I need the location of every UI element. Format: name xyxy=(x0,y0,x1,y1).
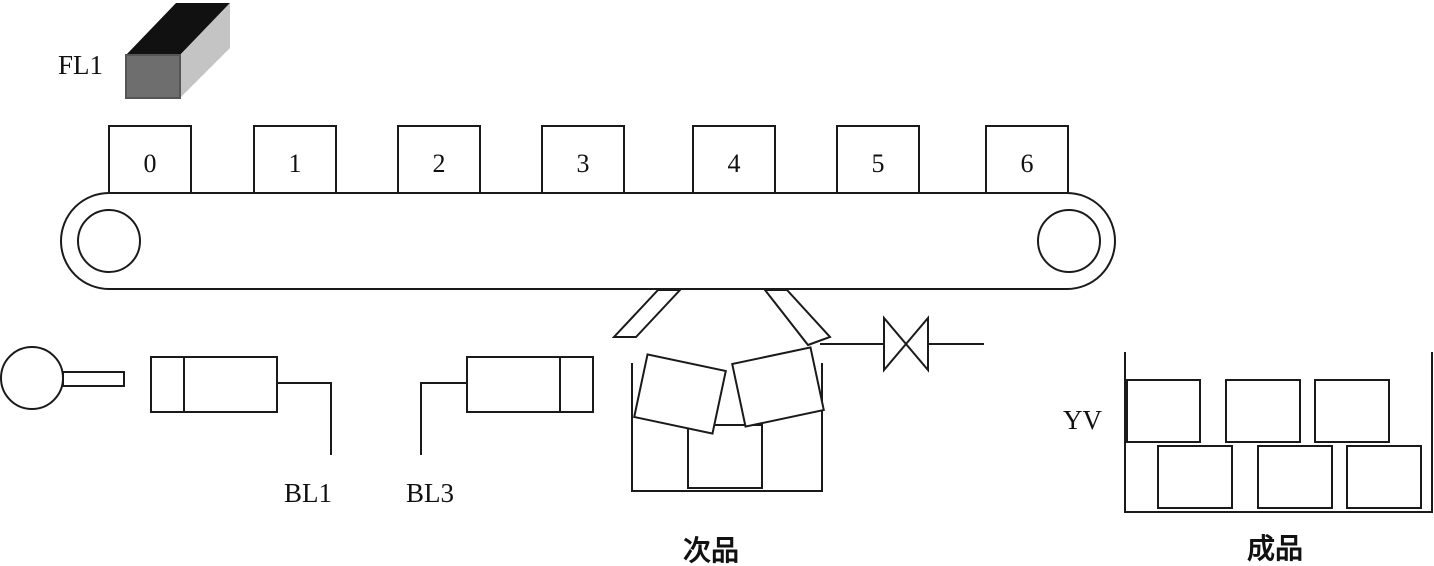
defective-item-left xyxy=(633,353,727,435)
belt-box-4: 4 xyxy=(692,125,776,194)
label-yv: YV xyxy=(1063,405,1102,435)
discharge-chute xyxy=(611,289,832,347)
belt-box-label-2: 2 xyxy=(433,149,446,178)
conveyor-belt xyxy=(60,192,1116,290)
cylinder-bl3 xyxy=(466,356,594,413)
defective-bin: 次品 xyxy=(631,346,825,566)
defective-bin-walls xyxy=(631,363,823,492)
label-fl1: FL1 xyxy=(58,50,103,80)
belt-box-1: 1 xyxy=(253,125,337,194)
pusher-knob xyxy=(0,346,64,410)
chute-right-plate xyxy=(762,289,832,347)
finished-item-4 xyxy=(1157,445,1233,509)
belt-box-label-1: 1 xyxy=(289,149,302,178)
finished-item-1 xyxy=(1126,379,1201,443)
belt-box-5: 5 xyxy=(836,125,920,194)
valve-left-triangle xyxy=(883,315,908,373)
belt-box-label-0: 0 xyxy=(144,149,157,178)
valve-right-triangle xyxy=(904,315,929,373)
sensor-fl1-front xyxy=(125,54,181,99)
label-bl1: BL1 xyxy=(284,478,332,508)
label-bl3: BL3 xyxy=(406,478,454,508)
sensor-fl1-side xyxy=(180,3,230,98)
belt-box-label-5: 5 xyxy=(872,149,885,178)
belt-box-label-3: 3 xyxy=(577,149,590,178)
left-roller xyxy=(77,209,141,273)
finished-bin: YV 成品 xyxy=(1063,352,1433,565)
finished-item-5 xyxy=(1257,445,1333,509)
belt-box-label-4: 4 xyxy=(728,149,741,178)
sensor-fl1-top xyxy=(126,3,230,55)
cylinder-bl3-group: BL3 xyxy=(406,356,594,508)
cylinder-bl1 xyxy=(150,356,278,413)
defective-item-right xyxy=(731,346,825,428)
finished-bin-walls xyxy=(1124,352,1433,513)
belt-box-3: 3 xyxy=(541,125,625,194)
finished-item-3 xyxy=(1314,379,1390,443)
label-defective: 次品 xyxy=(683,534,739,566)
valve-yv xyxy=(820,315,984,373)
finished-item-2 xyxy=(1225,379,1301,443)
right-roller xyxy=(1037,209,1101,273)
belt-box-label-6: 6 xyxy=(1021,149,1034,178)
defective-item-bottom xyxy=(687,424,763,489)
finished-item-6 xyxy=(1346,445,1422,509)
pusher-bl1: BL1 xyxy=(0,346,332,508)
chute-left-plate xyxy=(611,289,683,338)
belt-outline xyxy=(60,192,1116,290)
label-finished: 成品 xyxy=(1247,532,1303,565)
belt-box-6: 6 xyxy=(985,125,1069,194)
belt-boxes: 0 1 2 3 4 5 6 xyxy=(108,125,1069,194)
belt-box-0: 0 xyxy=(108,125,192,194)
pusher-rod xyxy=(62,371,125,387)
sensor-fl1: FL1 xyxy=(58,3,230,99)
belt-box-2: 2 xyxy=(397,125,481,194)
